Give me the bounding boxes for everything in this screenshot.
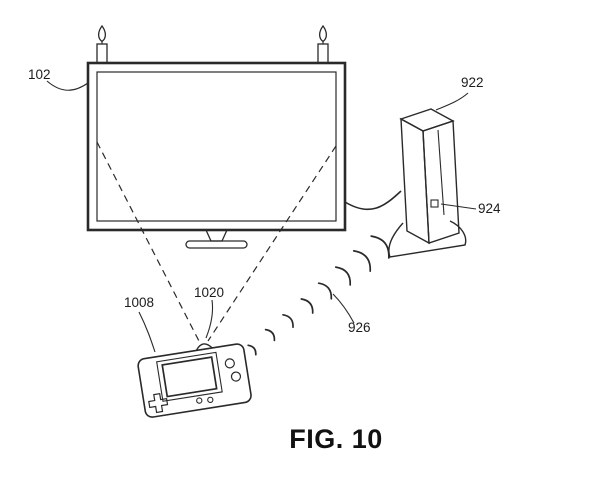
wireless-arc <box>247 344 257 356</box>
sensor-candle-left <box>96 24 108 64</box>
label-wireless-signal: 926 <box>348 320 371 335</box>
wireless-arc <box>282 313 294 329</box>
candle-flame-icon <box>318 24 328 43</box>
tv <box>86 61 347 249</box>
label-console: 922 <box>461 75 484 90</box>
controller-screen <box>161 356 218 398</box>
candle-body <box>96 43 108 64</box>
console <box>388 108 467 258</box>
wireless-arc <box>334 266 352 286</box>
wireless-arc <box>300 298 314 314</box>
label-console-port: 924 <box>478 201 501 216</box>
console-front-face <box>400 117 430 245</box>
tv-screen <box>96 71 337 222</box>
wireless-arc <box>317 282 333 300</box>
leader-line-102 <box>46 80 89 91</box>
candle-flame-icon <box>97 24 107 43</box>
leader-line-924 <box>440 203 477 210</box>
leader-line-1008 <box>138 311 156 353</box>
sensor-candle-right <box>317 24 329 64</box>
controller-button-a <box>224 358 235 369</box>
sight-line-left <box>96 141 201 344</box>
label-controller-sensor: 1020 <box>194 285 224 300</box>
console-disc-slot <box>437 129 445 216</box>
controller-button-b <box>230 371 242 382</box>
leader-line-1020 <box>205 299 214 339</box>
label-controller: 1008 <box>124 295 154 310</box>
leader-line-922 <box>435 92 469 111</box>
controller-button-select <box>207 396 214 404</box>
console-stand <box>388 220 467 258</box>
label-tv: 102 <box>28 67 51 82</box>
wireless-arcs <box>247 235 390 356</box>
console-port-square <box>430 199 439 208</box>
controller <box>137 343 252 418</box>
wireless-arc <box>370 235 390 259</box>
tv-stand-base <box>185 240 248 249</box>
wireless-arc <box>352 250 372 272</box>
controller-sensor-bump <box>195 343 213 351</box>
wireless-arc <box>264 328 276 342</box>
av-cable <box>344 190 402 211</box>
controller-dpad <box>148 393 169 414</box>
tv-stand-neck <box>204 229 229 242</box>
leader-line-926 <box>332 293 355 324</box>
candle-body <box>317 43 329 64</box>
console-side-face <box>422 120 460 244</box>
console-top-face <box>399 108 455 132</box>
tv-outer-frame <box>86 61 347 232</box>
figure-caption: FIG. 10 <box>289 424 383 454</box>
controller-screen-bezel <box>156 351 223 402</box>
controller-button-start <box>196 397 203 404</box>
controller-body <box>137 343 252 418</box>
sight-line-right <box>207 145 337 342</box>
